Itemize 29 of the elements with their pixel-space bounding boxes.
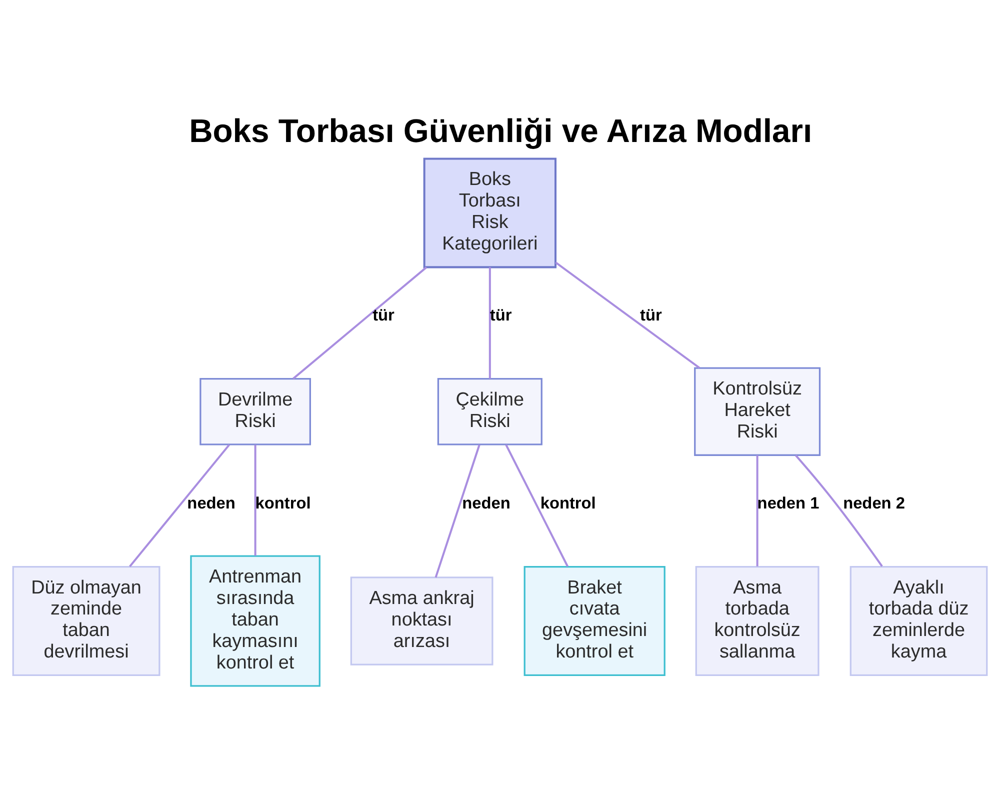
edge-label: tür	[490, 306, 512, 324]
edge-label: tür	[640, 306, 662, 324]
node-box: Braket cıvata gevşemesini kontrol et	[524, 565, 666, 676]
node-box: Kontrolsüz Hareket Riski	[694, 366, 821, 456]
connector	[488, 266, 491, 378]
node-box: Asma torbada kontrolsüz sallanma	[695, 565, 820, 676]
connector	[129, 444, 230, 567]
edge-label: neden 2	[843, 494, 905, 512]
node-box: Antrenman sırasında taban kaymasını kontrol et	[190, 554, 320, 686]
node-box: Çekilme Riski	[437, 378, 542, 445]
connector	[794, 454, 883, 566]
edge-label: kontrol	[255, 494, 311, 512]
edge-label: neden	[187, 494, 236, 512]
node-box: Ayaklı torbada düz zeminlerde kayma	[850, 565, 988, 676]
node-box: Asma ankraj noktası arızası	[350, 576, 494, 665]
connector	[756, 454, 758, 566]
edge-label: kontrol	[540, 494, 596, 512]
connector	[505, 444, 569, 566]
edge-label: tür	[372, 306, 394, 324]
connector	[555, 261, 700, 368]
node-box: Devrilme Riski	[200, 378, 311, 445]
edge-label: neden	[462, 494, 510, 512]
node-box: Düz olmayan zeminde taban devrilmesi	[12, 565, 160, 676]
connector	[292, 266, 428, 379]
node-box: Boks Torbası Risk Kategorileri	[423, 157, 556, 268]
connector	[434, 444, 480, 578]
connector	[254, 444, 256, 556]
diagram-title: Boks Torbası Güvenliği ve Arıza Modları	[189, 112, 812, 149]
edge-label: neden 1	[757, 494, 820, 512]
